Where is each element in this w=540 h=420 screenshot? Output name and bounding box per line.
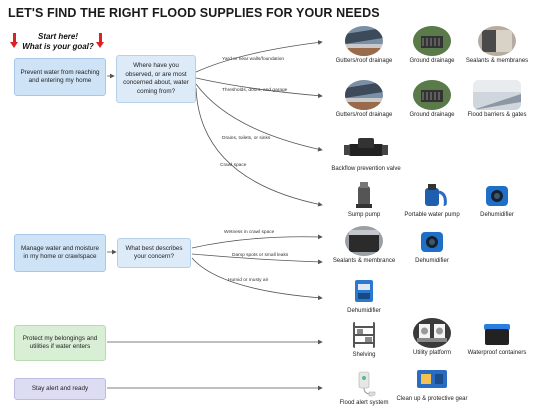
product-label: Backflow prevention valve (331, 166, 401, 172)
product-shelving[interactable]: Shelving (325, 320, 403, 359)
question-describe[interactable]: What best describes your concern? (117, 238, 191, 268)
dehumidifier-image-icon (345, 276, 383, 306)
question-where-label: Where have you observed, or are most con… (123, 62, 189, 95)
product-label: Utility platform (412, 350, 451, 356)
product-sealants-1[interactable]: Sealants & membranes (458, 26, 536, 65)
goal-prevent-label: Prevent water from reaching and entering… (20, 68, 100, 85)
product-utility-platform[interactable]: Utility platform (393, 318, 471, 357)
product-label: Portable water pump (404, 212, 460, 218)
product-dehumidifier-3[interactable]: Dehumidifier (325, 276, 403, 315)
shelving-image-icon (345, 320, 383, 350)
product-flood-barriers[interactable]: Flood barriers & gates (458, 80, 536, 119)
product-label: Ground drainage (409, 58, 455, 64)
product-sealants-2[interactable]: Sealants & membrance (325, 226, 403, 265)
product-label: Gutters/roof drainage (335, 112, 393, 118)
dehumidifier-image-icon (478, 180, 516, 210)
start-here-label: Start here! What is your goal? (18, 32, 98, 52)
container-image-icon (478, 318, 516, 348)
product-portable-pump[interactable]: Portable water pump (393, 180, 471, 219)
product-dehumidifier-2[interactable]: Dehumidifier (393, 226, 471, 265)
goal-manage-label: Manage water and moisture in my home or … (20, 244, 100, 261)
ground-drain-image-icon (413, 26, 451, 56)
question-where[interactable]: Where have you observed, or are most con… (116, 55, 196, 103)
product-label: Flood barriers & gates (467, 112, 527, 118)
product-label: Sump pump (347, 212, 381, 218)
product-gutters-2[interactable]: Gutters/roof drainage (325, 80, 403, 119)
flood-barrier-image-icon (473, 80, 521, 110)
goal-protect-belongings[interactable]: Protect my belongings and utilities if w… (14, 325, 106, 361)
product-label: Clean up & protective gear (396, 396, 468, 402)
branch-yard: Yard or near walls/foundation (222, 57, 285, 62)
product-label: Dehumidifier (480, 212, 514, 218)
product-label: Shelving (352, 352, 376, 358)
product-sump-pump[interactable]: Sump pump (325, 180, 403, 219)
product-dehumidifier-1[interactable]: Dehumidifier (458, 180, 536, 219)
goal-protect-label: Protect my belongings and utilities if w… (22, 334, 98, 351)
ground-drain-image-icon (413, 80, 451, 110)
product-label: Dehumidifier (347, 308, 381, 314)
flood-alert-image-icon (345, 368, 383, 398)
sealant-image-icon (478, 26, 516, 56)
product-flood-alert[interactable]: Flood alert system (325, 368, 403, 407)
start-text: Start here! (37, 32, 78, 41)
goal-manage-moisture[interactable]: Manage water and moisture in my home or … (14, 234, 106, 272)
product-cleanup-gear[interactable]: Clean up & protective gear (393, 364, 471, 403)
goal-stay-alert[interactable]: Stay alert and ready (14, 378, 106, 400)
product-ground-drainage-2[interactable]: Ground drainage (393, 80, 471, 119)
product-label: Flood alert system (339, 400, 389, 406)
page-title: LET'S FIND THE RIGHT FLOOD SUPPLIES FOR … (8, 6, 380, 20)
branch-damp: Damp spots or small leaks (232, 253, 289, 258)
cleanup-gear-image-icon (413, 364, 451, 394)
product-label: Sealants & membranes (465, 58, 529, 64)
sump-pump-image-icon (345, 180, 383, 210)
goal-alert-label: Stay alert and ready (31, 384, 89, 392)
branch-humid: Humid or musty air (228, 278, 269, 283)
product-label: Ground drainage (409, 112, 455, 118)
goal-prevent-water[interactable]: Prevent water from reaching and entering… (14, 58, 106, 96)
gutter-image-icon (345, 80, 383, 110)
branch-drains: Drains, toilets, or sinks (222, 136, 271, 141)
dehumidifier-image-icon (413, 226, 451, 256)
branch-crawl: Crawl space (220, 163, 247, 168)
branch-thresholds: Thresholds, doors, and garage (222, 88, 288, 93)
product-ground-drainage-1[interactable]: Ground drainage (393, 26, 471, 65)
utility-platform-image-icon (413, 318, 451, 348)
product-waterproof-containers[interactable]: Waterproof containers (458, 318, 536, 357)
portable-pump-image-icon (413, 180, 451, 210)
goal-question: What is your goal? (22, 42, 94, 51)
sealant-image-icon (345, 226, 383, 256)
product-label: Sealants & membrance (332, 258, 396, 264)
product-label: Dehumidifier (415, 258, 449, 264)
product-backflow-valve[interactable]: Backflow prevention valve (318, 134, 414, 173)
question-describe-label: What best describes your concern? (125, 244, 183, 261)
branch-wetness: Wetness in crawl space (224, 230, 275, 235)
product-label: Gutters/roof drainage (335, 58, 393, 64)
product-gutters-1[interactable]: Gutters/roof drainage (325, 26, 403, 65)
product-label: Waterproof containers (467, 350, 527, 356)
valve-image-icon (342, 134, 390, 164)
gutter-image-icon (345, 26, 383, 56)
